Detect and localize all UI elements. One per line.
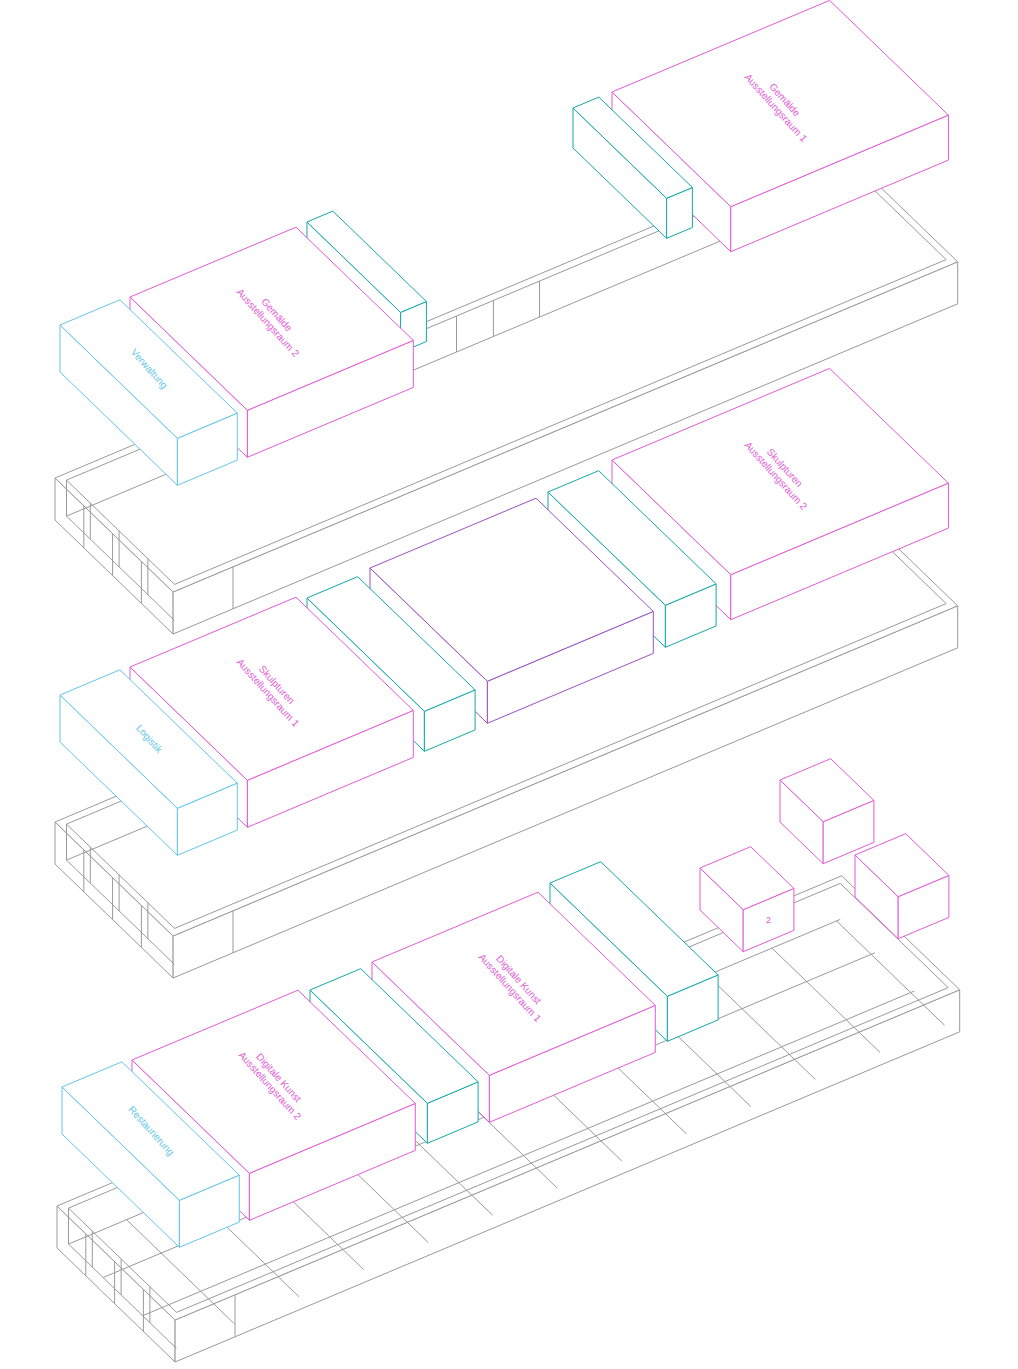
facade-mullion <box>112 534 113 576</box>
room-label: Logistik <box>114 702 183 777</box>
exhibition-room: Digitale Kunst Ausstellungsraum 2 <box>229 1034 319 1130</box>
box-top <box>780 759 874 822</box>
room-label: 2 <box>766 914 771 926</box>
exhibition-room: Gemälde Ausstellungsraum 1 <box>735 55 825 151</box>
window-mullion <box>456 316 457 352</box>
inner-floor-edge <box>67 860 175 964</box>
exhibition-room: Digitale Kunst Ausstellungsraum 1 <box>469 936 559 1032</box>
facade-mullion <box>233 567 234 609</box>
window-mullion <box>493 301 494 337</box>
floor-grid <box>772 948 880 1052</box>
facade-mullion <box>85 1234 86 1276</box>
facade-mullion <box>235 1295 236 1337</box>
inner-mullion <box>92 1231 93 1267</box>
room-label: Skulpturen Ausstellungsraum 1 <box>227 641 317 737</box>
room-label: Restaurierung <box>116 1094 185 1169</box>
room-label: Skulpturen Ausstellungsraum 2 <box>735 423 825 519</box>
inner-mullion <box>121 1259 122 1295</box>
exhibition-room: Skulpturen Ausstellungsraum 2 <box>735 423 825 519</box>
box-top <box>60 300 237 439</box>
inner-corner <box>68 1208 69 1244</box>
slab-top <box>57 876 960 1320</box>
box-top <box>62 1062 239 1201</box>
inner-mullion <box>149 1287 150 1323</box>
service-room: Restaurierung <box>116 1094 185 1169</box>
inner-corner <box>66 480 67 516</box>
room-label: Digitale Kunst Ausstellungsraum 1 <box>469 936 559 1032</box>
facade-mullion <box>83 850 84 892</box>
inner-floor-edge <box>69 1244 177 1348</box>
box-top <box>60 670 237 809</box>
box-top <box>573 97 692 198</box>
inner-mullion <box>119 531 120 567</box>
service-room: Verwaltung <box>114 332 183 407</box>
facade-mullion <box>141 561 142 603</box>
window-mullion <box>539 281 540 317</box>
room-label: Digitale Kunst Ausstellungsraum 2 <box>229 1034 319 1130</box>
slab-opening <box>69 883 949 1312</box>
inner-corner <box>66 824 67 860</box>
service-room: Logistik <box>114 702 183 777</box>
facade-mullion <box>141 905 142 947</box>
inner-mullion <box>90 847 91 883</box>
floor-grid <box>707 975 815 1079</box>
floor-grid <box>837 921 945 1025</box>
facade-mullion <box>112 878 113 920</box>
room-label: Verwaltung <box>114 332 183 407</box>
exhibition-room: Gemälde Ausstellungsraum 2 <box>227 271 317 367</box>
box-top <box>700 847 794 910</box>
facade-mullion <box>143 1289 144 1331</box>
inner-mullion <box>147 559 148 595</box>
inner-mullion <box>90 503 91 539</box>
room-label: Gemälde Ausstellungsraum 2 <box>227 271 317 367</box>
inner-mullion <box>147 903 148 939</box>
exhibition-room: Skulpturen Ausstellungsraum 1 <box>227 641 317 737</box>
box-top <box>855 834 949 897</box>
facade-mullion <box>233 911 234 953</box>
room-label: Gemälde Ausstellungsraum 1 <box>735 55 825 151</box>
inner-mullion <box>119 875 120 911</box>
facade-mullion <box>83 506 84 548</box>
inner-floor-edge <box>67 516 175 620</box>
small-cube: 2 <box>766 914 771 926</box>
facade-mullion <box>114 1262 115 1304</box>
